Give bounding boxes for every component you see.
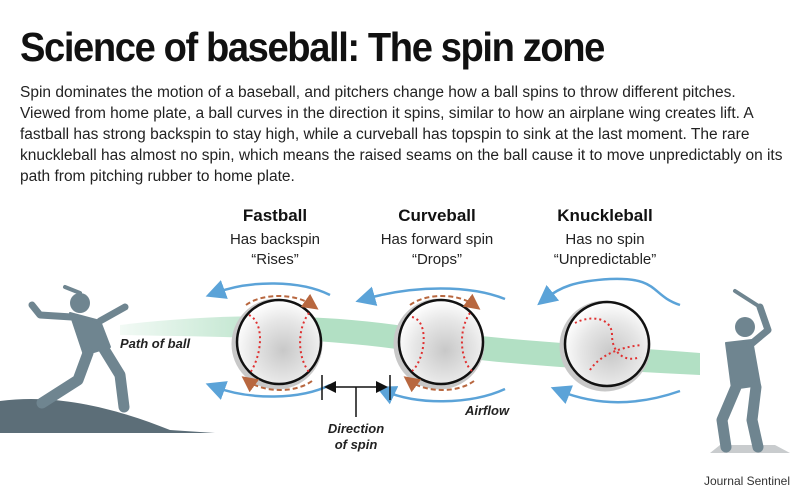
baseball-icon bbox=[235, 298, 323, 386]
fastball-effect: “Rises” bbox=[251, 251, 299, 268]
ball-seam bbox=[299, 312, 311, 374]
airflow-arrow-icon bbox=[205, 280, 331, 299]
ball-seam bbox=[574, 317, 641, 360]
page-title: Science of baseball: The spin zone bbox=[20, 24, 605, 70]
spin-arrow-icon bbox=[245, 293, 319, 310]
intro-paragraph: Spin dominates the motion of a baseball,… bbox=[20, 84, 783, 185]
airflow-arrow-icon bbox=[537, 277, 681, 307]
knuckleball-title: Knuckleball bbox=[557, 206, 652, 225]
curveball-title: Curveball bbox=[398, 206, 475, 225]
pitchers-mound bbox=[0, 398, 215, 433]
spin-diagram: Fastball Has backspin “Rises” Curveball … bbox=[0, 206, 790, 488]
batter-silhouette bbox=[716, 289, 772, 453]
knuckleball-effect: “Unpredictable” bbox=[554, 251, 657, 268]
curveball-diagram bbox=[355, 286, 506, 405]
airflow-arrow-icon bbox=[375, 386, 506, 405]
fastball-spin: Has backspin bbox=[230, 231, 320, 248]
fastball-diagram bbox=[205, 280, 331, 400]
path-of-ball-label: Path of ball bbox=[120, 336, 190, 351]
ball-seam bbox=[411, 316, 425, 372]
baseball-icon bbox=[397, 298, 485, 386]
direction-label-line2: of spin bbox=[335, 437, 378, 452]
curveball-spin: Has forward spin bbox=[381, 231, 494, 248]
baseball-icon bbox=[563, 300, 651, 388]
airflow-label: Airflow bbox=[464, 403, 510, 418]
knuckleball-diagram bbox=[537, 277, 681, 404]
spin-arrow-icon bbox=[403, 376, 475, 393]
airflow-arrow-icon bbox=[550, 385, 681, 404]
spin-arrow-icon bbox=[241, 376, 313, 393]
direction-of-spin-pointer bbox=[321, 375, 391, 417]
airflow-arrow-icon bbox=[355, 286, 506, 306]
airflow-arrow-icon bbox=[205, 381, 331, 400]
credit: Journal Sentinel bbox=[704, 474, 790, 488]
pitcher-silhouette bbox=[28, 285, 130, 413]
knuckleball-spin: Has no spin bbox=[565, 231, 644, 248]
curveball-effect: “Drops” bbox=[412, 251, 462, 268]
ball-seam bbox=[460, 312, 473, 372]
spin-arrow-icon bbox=[409, 293, 481, 310]
direction-label-line1: Direction bbox=[328, 421, 384, 436]
fastball-title: Fastball bbox=[243, 206, 307, 225]
